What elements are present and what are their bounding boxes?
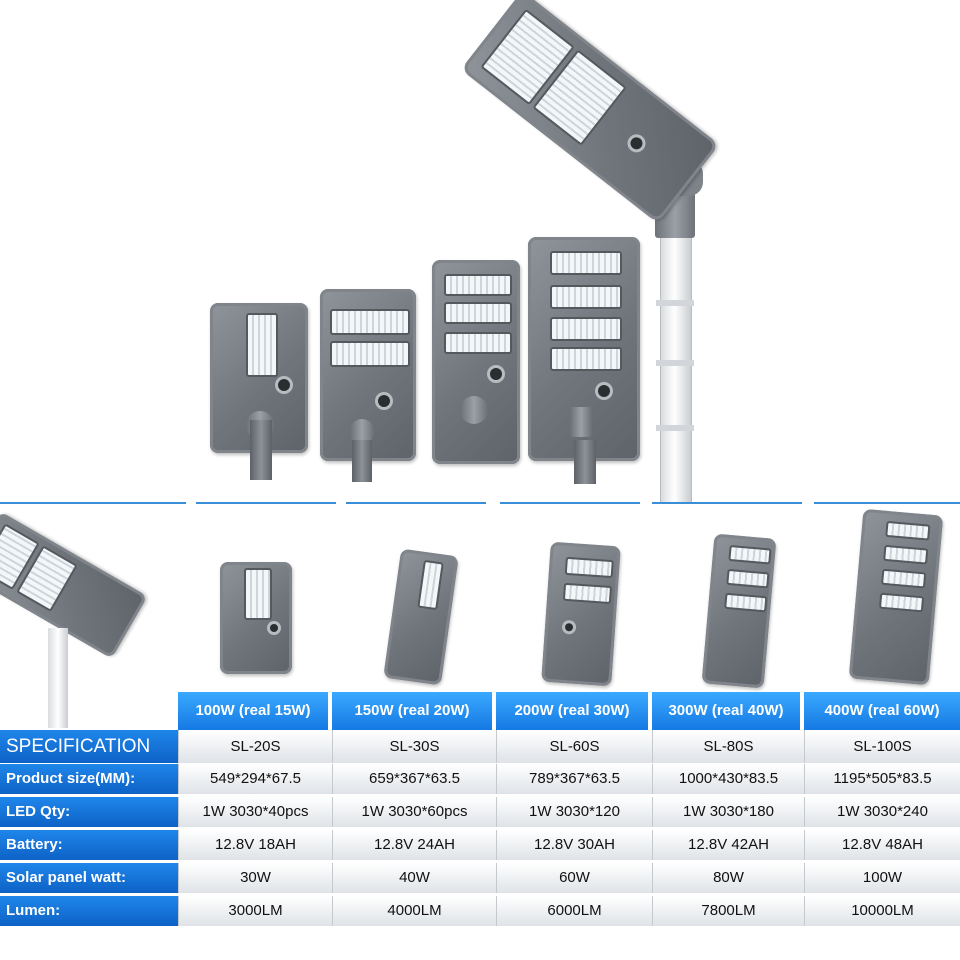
- row-label-led: LED Qty:: [0, 797, 178, 827]
- lamp-sl-30s: [320, 289, 416, 461]
- column-header-watt: 200W (real 30W): [496, 692, 648, 730]
- separator-line: [196, 502, 336, 504]
- specification-label: SPECIFICATION: [0, 730, 178, 763]
- model-cell: SL-80S: [652, 730, 804, 763]
- size-cell: 1000*430*83.5: [652, 764, 804, 794]
- size-cell: 1195*505*83.5: [804, 764, 960, 794]
- lumen-cell: 6000LM: [496, 896, 652, 926]
- lumen-cell: 7800LM: [652, 896, 804, 926]
- battery-cell: 12.8V 24AH: [332, 830, 496, 860]
- model-cell: SL-60S: [496, 730, 652, 763]
- thumb-sl-20s: [220, 562, 292, 674]
- solar-cell: 100W: [804, 863, 960, 893]
- row-label-size: Product size(MM):: [0, 764, 178, 794]
- lamp-sl-80s: [528, 237, 640, 461]
- thumb-hero-lamp: [0, 511, 148, 659]
- size-cell: 789*367*63.5: [496, 764, 652, 794]
- led-cell: 1W 3030*240: [804, 797, 960, 827]
- lumen-cell: 3000LM: [178, 896, 332, 926]
- battery-cell: 12.8V 18AH: [178, 830, 332, 860]
- lumen-cell: 10000LM: [804, 896, 960, 926]
- solar-cell: 80W: [652, 863, 804, 893]
- thumb-sl-80s: [701, 533, 777, 689]
- led-cell: 1W 3030*40pcs: [178, 797, 332, 827]
- thumb-sl-30s: [383, 548, 459, 686]
- lumen-cell: 4000LM: [332, 896, 496, 926]
- column-header-watt: 400W (real 60W): [804, 692, 960, 730]
- lamp-sl-60s: [432, 260, 520, 464]
- solar-cell: 60W: [496, 863, 652, 893]
- size-cell: 549*294*67.5: [178, 764, 332, 794]
- separator-line: [346, 502, 486, 504]
- battery-cell: 12.8V 42AH: [652, 830, 804, 860]
- model-cell: SL-100S: [804, 730, 960, 763]
- thumb-sl-100s: [848, 508, 944, 686]
- model-cell: SL-20S: [178, 730, 332, 763]
- separator-line: [814, 502, 960, 504]
- solar-cell: 30W: [178, 863, 332, 893]
- size-cell: 659*367*63.5: [332, 764, 496, 794]
- battery-cell: 12.8V 48AH: [804, 830, 960, 860]
- separator-line: [0, 502, 186, 504]
- column-header-watt: 150W (real 20W): [332, 692, 492, 730]
- separator-line: [500, 502, 640, 504]
- column-header-watt: 300W (real 40W): [652, 692, 800, 730]
- row-label-solar: Solar panel watt:: [0, 863, 178, 893]
- led-cell: 1W 3030*180: [652, 797, 804, 827]
- column-header-watt: 100W (real 15W): [178, 692, 328, 730]
- led-cell: 1W 3030*120: [496, 797, 652, 827]
- model-cell: SL-30S: [332, 730, 496, 763]
- row-label-battery: Battery:: [0, 830, 178, 860]
- thumb-sl-60s: [541, 541, 621, 687]
- separator-line: [652, 502, 802, 504]
- solar-cell: 40W: [332, 863, 496, 893]
- led-cell: 1W 3030*60pcs: [332, 797, 496, 827]
- row-label-lumen: Lumen:: [0, 896, 178, 926]
- battery-cell: 12.8V 30AH: [496, 830, 652, 860]
